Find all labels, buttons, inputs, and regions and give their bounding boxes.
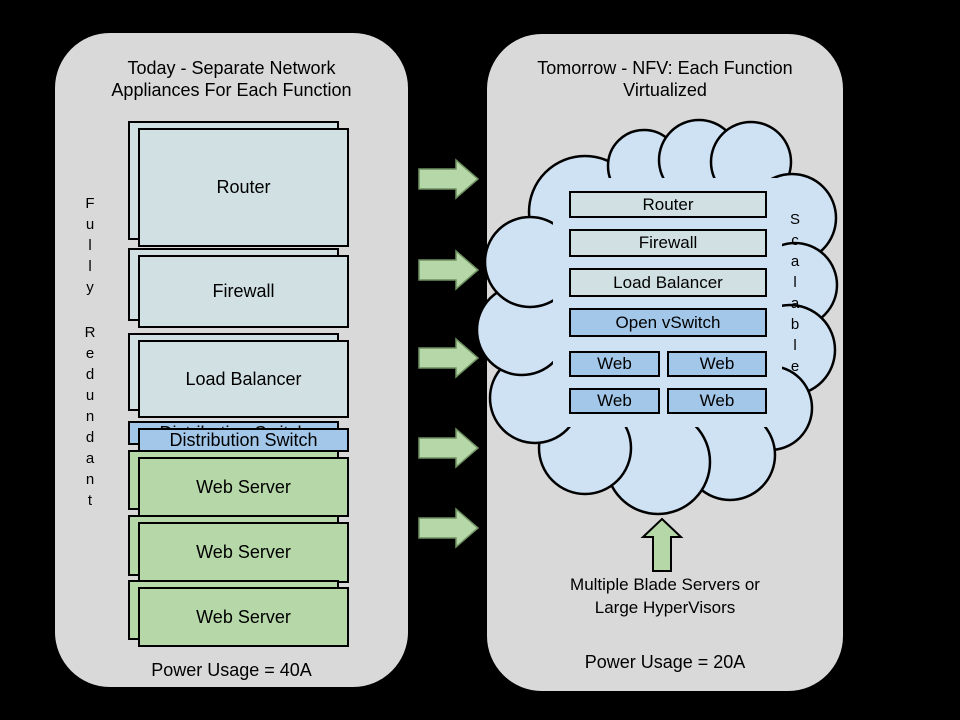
fully-vertical-label: F u l l y [85,195,95,296]
vnf-firewall-box: Firewall [569,229,767,257]
web-server-box-1: Web Server [138,457,349,517]
web-vm-box-4: Web [667,388,767,414]
web-server-stack-2: Web Server Web Server [128,515,351,585]
flow-arrow-5 [418,507,480,549]
today-title: Today - Separate Network Appliances For … [55,57,408,101]
web-server-stack-3: Web Server Web Server [128,580,351,649]
web-server-stack-1: Web Server Web Server [128,450,351,519]
tomorrow-title: Tomorrow - NFV: Each Function Virtualize… [487,57,843,101]
flow-arrow-1 [418,158,480,200]
scale-up-arrow [640,517,684,572]
firewall-stack: Firewall Firewall [128,248,351,330]
blade-servers-caption: Multiple Blade Servers or Large HyperVis… [487,573,843,619]
router-box: Router [138,128,349,247]
today-title-line2: Appliances For Each Function [111,80,352,100]
web-vm-box-3: Web [569,388,660,414]
distribution-switch-box: Distribution Switch [138,428,349,452]
vnf-load-balancer-box: Load Balancer [569,268,767,297]
redundant-vertical-label: R e d u n d a n t [84,324,96,509]
open-vswitch-box: Open vSwitch [569,308,767,337]
web-vm-box-1: Web [569,351,660,377]
scalable-vertical-label: S c a l a b l e [789,211,800,375]
web-server-box-2: Web Server [138,522,349,583]
vnf-router-box: Router [569,191,767,218]
tomorrow-power-usage: Power Usage = 20A [584,652,746,672]
distribution-switch-stack: Distribution Switch Distribution Switch [128,421,351,454]
flow-arrow-4 [418,427,480,469]
flow-arrow-3 [418,337,480,379]
flow-arrow-2 [418,249,480,291]
load-balancer-box: Load Balancer [138,340,349,418]
load-balancer-stack: Load Balancer Load Balancer [128,333,351,420]
firewall-box: Firewall [138,255,349,328]
today-power-usage: Power Usage = 40A [151,660,312,680]
today-title-line1: Today - Separate Network [127,58,336,78]
router-stack: Router Router [128,121,351,249]
blade-servers-caption-line1: Multiple Blade Servers or [570,575,760,594]
web-vm-box-2: Web [667,351,767,377]
blade-servers-caption-line2: Large HyperVisors [594,598,736,617]
tomorrow-title-line1: Tomorrow - NFV: Each Function [537,58,793,78]
web-server-box-3: Web Server [138,587,349,647]
tomorrow-title-line2: Virtualized [623,80,707,100]
